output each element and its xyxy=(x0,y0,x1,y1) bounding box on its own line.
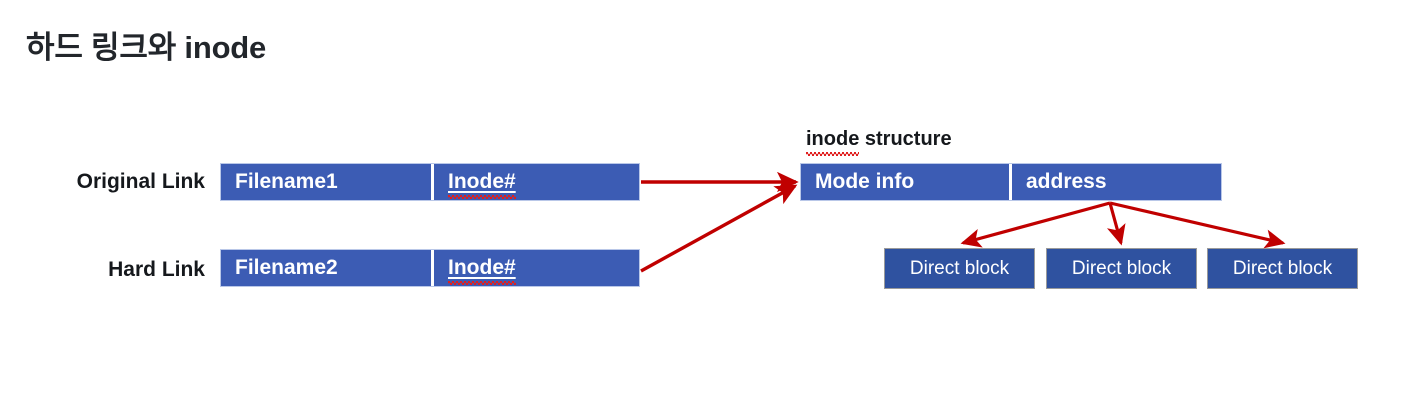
arrow-address-to-direct-block-1 xyxy=(960,201,1111,248)
original-link-inode-spellcheck: Inode# xyxy=(448,170,516,199)
row-label-original-link: Original Link xyxy=(76,170,205,193)
inode-address-cell: address xyxy=(1012,164,1221,200)
original-link-inode-cell: Inode# xyxy=(434,164,639,200)
page-title: 하드 링크와 inode xyxy=(26,30,267,65)
inode-cell-divider xyxy=(1009,164,1012,200)
inode-structure-bar: Mode info address xyxy=(800,163,1222,201)
inode-mode-info-text: Mode info xyxy=(815,170,915,193)
hard-link-bar: Filename2 Inode# xyxy=(220,249,640,287)
hard-link-filename-text: Filename2 xyxy=(235,256,338,279)
arrow-hard-link-to-inode xyxy=(640,184,798,273)
inode-structure-caption: inode structure xyxy=(806,128,952,156)
inode-caption-rest: structure xyxy=(859,128,952,150)
hard-link-inode-spellcheck: Inode# xyxy=(448,256,516,285)
hard-link-cell-divider xyxy=(431,250,434,286)
hard-link-inode-cell: Inode# xyxy=(434,250,639,286)
inode-address-text: address xyxy=(1026,170,1107,193)
arrow-address-to-direct-block-3 xyxy=(1109,201,1286,249)
original-link-filename-text: Filename1 xyxy=(235,170,338,193)
inode-caption-spellcheck-word: inode xyxy=(806,128,860,156)
row-label-hard-link: Hard Link xyxy=(108,258,205,281)
original-link-filename-cell: Filename1 xyxy=(221,164,431,200)
original-link-cell-divider xyxy=(431,164,434,200)
direct-block-1: Direct block xyxy=(884,248,1035,289)
arrow-address-to-direct-block-2 xyxy=(1106,202,1126,246)
original-link-inode-text: Inode# xyxy=(448,170,516,193)
direct-block-2: Direct block xyxy=(1046,248,1197,289)
original-link-bar: Filename1 Inode# xyxy=(220,163,640,201)
hard-link-filename-cell: Filename2 xyxy=(221,250,431,286)
inode-caption-word: inode xyxy=(806,128,860,150)
hard-link-inode-text: Inode# xyxy=(448,256,516,279)
direct-block-3: Direct block xyxy=(1207,248,1358,289)
inode-mode-info-cell: Mode info xyxy=(801,164,1009,200)
